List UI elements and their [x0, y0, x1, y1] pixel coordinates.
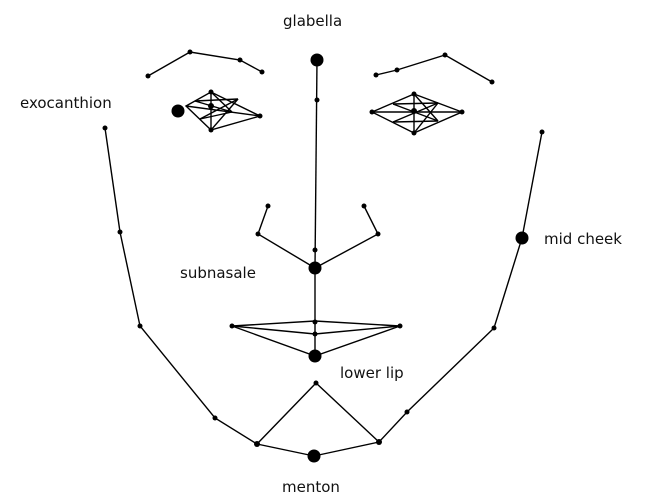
subnasale-point — [309, 262, 322, 275]
right-nostril — [315, 206, 378, 268]
landmark-point — [315, 98, 320, 103]
subnasale-label: subnasale — [180, 264, 256, 282]
glabella-point — [311, 54, 324, 67]
landmark-point — [266, 204, 271, 209]
landmark-point — [492, 326, 497, 331]
landmark-point — [258, 114, 263, 119]
left-eyebrow — [148, 52, 262, 76]
landmark-point — [412, 92, 417, 97]
landmark-point — [118, 230, 123, 235]
mid-cheek-label: mid cheek — [544, 230, 622, 248]
exocanthion-point — [172, 105, 185, 118]
glabella-label: glabella — [283, 12, 342, 30]
landmark-point — [254, 441, 260, 447]
landmark-point — [405, 410, 410, 415]
right-eye-mesh-line — [393, 103, 438, 104]
landmark-point — [376, 439, 382, 445]
right-eye — [372, 94, 462, 133]
landmark-point — [395, 68, 400, 73]
landmark-point — [443, 53, 448, 58]
landmark-point — [138, 324, 143, 329]
landmark-point — [260, 70, 265, 75]
left-jaw-line — [105, 128, 314, 456]
landmark-point — [313, 332, 318, 337]
right-eyebrow — [376, 55, 492, 82]
landmark-point — [460, 110, 465, 115]
landmark-point — [370, 110, 375, 115]
landmark-point — [209, 90, 214, 95]
mid-cheek-point — [516, 232, 529, 245]
landmark-point — [230, 324, 235, 329]
landmark-point — [313, 248, 318, 253]
landmark-point — [412, 131, 417, 136]
lower-lip-point — [309, 350, 322, 363]
landmark-point — [103, 126, 108, 131]
landmark-point — [256, 232, 261, 237]
lower-lip-label: lower lip — [340, 364, 404, 382]
landmark-point — [362, 204, 367, 209]
landmark-point — [188, 50, 193, 55]
left-eye — [186, 92, 260, 130]
face-outline — [105, 128, 542, 456]
landmark-point — [314, 381, 319, 386]
landmark-point — [376, 232, 381, 237]
landmark-point — [398, 324, 403, 329]
exocanthion-label: exocanthion — [20, 94, 112, 112]
landmark-point — [208, 103, 214, 109]
left-eye-mesh-line — [211, 99, 238, 130]
left-eye-mesh-line — [200, 112, 232, 119]
menton-point — [308, 450, 321, 463]
landmark-point — [213, 416, 218, 421]
landmark-point — [490, 80, 495, 85]
menton-label: menton — [282, 478, 340, 496]
left-nostril — [258, 206, 315, 268]
landmark-point — [374, 73, 379, 78]
landmark-point — [209, 128, 214, 133]
landmark-point — [540, 130, 545, 135]
landmark-point — [146, 74, 151, 79]
landmark-point — [313, 320, 318, 325]
left-eye-mesh-line — [195, 99, 238, 101]
minor-landmarks — [103, 50, 545, 448]
right-eye-mesh-line — [393, 121, 438, 122]
right-jaw-line — [314, 132, 542, 456]
landmark-labels: glabella exocanthion mid cheek subnasale… — [20, 12, 622, 496]
landmark-point — [411, 108, 417, 114]
nose-bridge — [315, 60, 317, 268]
landmark-point — [238, 58, 243, 63]
chin-connector — [257, 383, 379, 444]
